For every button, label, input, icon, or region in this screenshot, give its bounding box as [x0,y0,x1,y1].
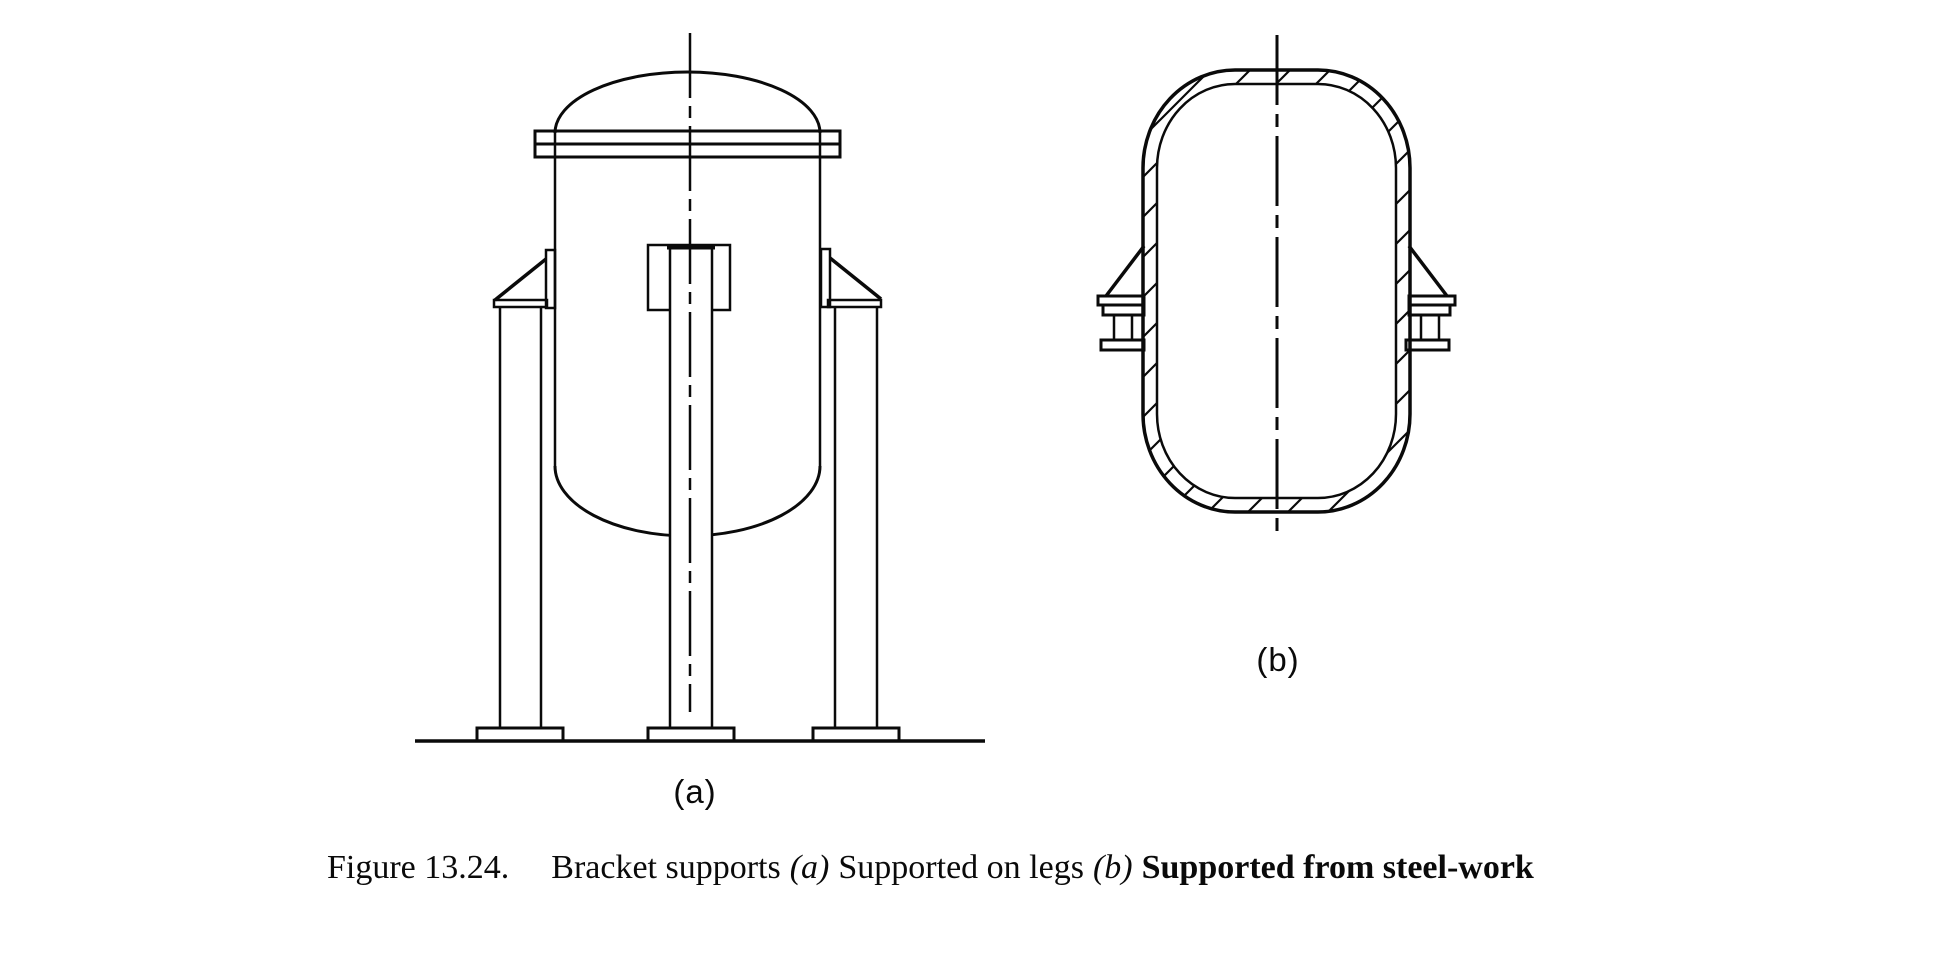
left-base-plate [475,726,565,743]
vessel-b-wall-hatching [1143,70,1410,512]
right-steel-gusset [1407,244,1449,298]
caption-text-b: Supported from steel-work [1141,849,1534,886]
figure-number: Figure 13.24. [327,849,510,886]
caption-marker-b: (b) [1092,849,1133,886]
vessel-b-outer-shell [1141,68,1412,514]
vessel-a-dome [553,70,822,134]
vessel-b-inner-shell [1155,82,1398,500]
figure-caption: Figure 13.24.Bracket supports(a)Supporte… [327,849,1534,887]
vessel-on-legs-drawing [415,33,985,743]
caption-lead: Bracket supports [551,849,781,886]
center-base-plate [646,726,736,743]
right-ibeam-top-flange [1407,303,1452,317]
drawing-a-label: (a) [673,773,717,810]
drawing-b-label: (b) [1256,641,1300,678]
left-ibeam-top-flange [1101,303,1146,317]
right-bracket-gusset [828,256,883,301]
caption-text-a: Supported on legs [838,849,1084,886]
right-ibeam-bottom-flange [1404,338,1451,352]
right-bracket-plate [826,298,883,309]
vessel-on-steelwork-drawing [1096,35,1457,535]
left-bracket-pad [544,248,557,310]
left-bracket-plate [492,298,549,309]
left-bracket-gusset [493,257,548,302]
right-bracket-pad [819,247,832,309]
left-ibeam-bottom-flange [1099,338,1146,352]
right-base-plate [811,726,901,743]
caption-marker-a: (a) [789,849,830,886]
left-steel-gusset [1104,244,1146,298]
